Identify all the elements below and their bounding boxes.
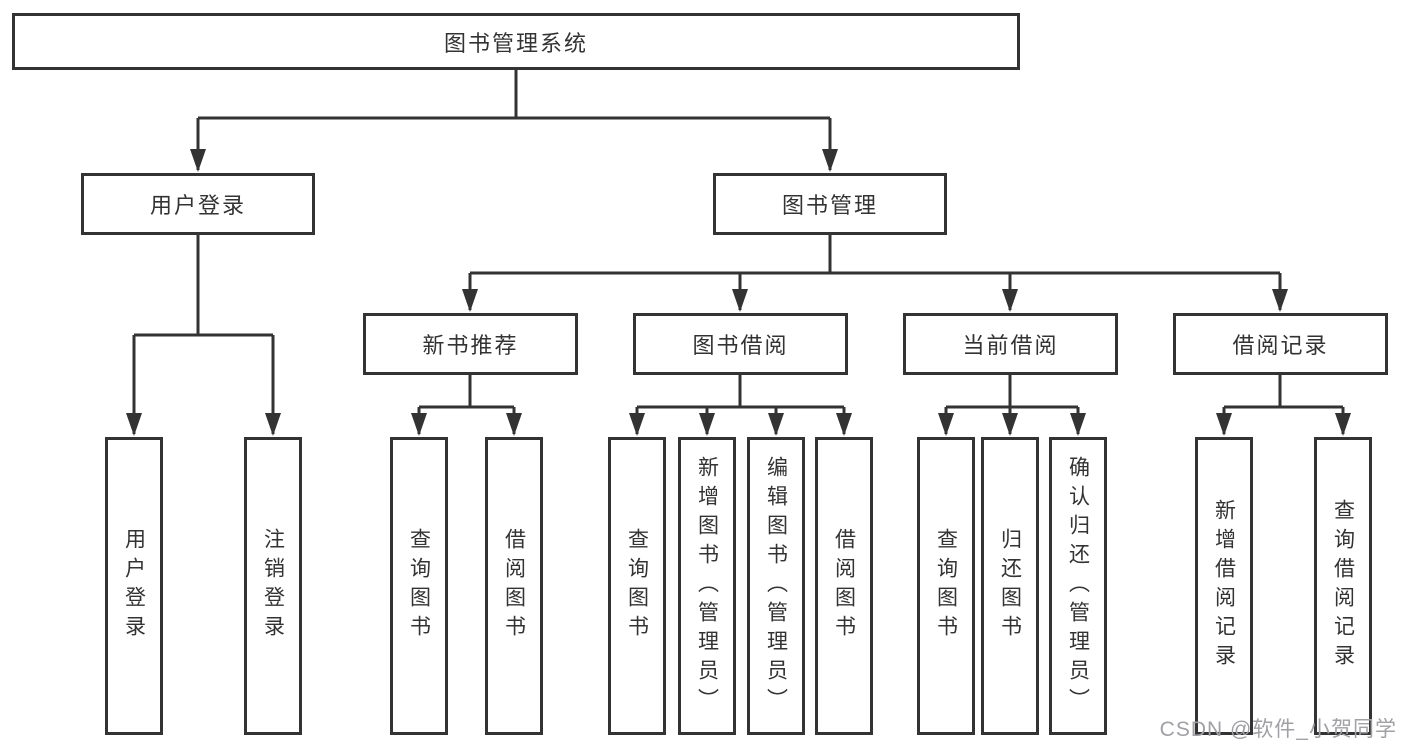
leaf-label: 确认归还（管理员） xyxy=(1066,455,1090,717)
leaf-label: 借阅图书 xyxy=(832,528,856,644)
leaf-label: 新增图书（管理员） xyxy=(695,455,719,717)
leaf-label: 注销登录 xyxy=(261,528,285,644)
node-user-login-branch: 用户登录 xyxy=(81,173,315,235)
leaf-return-books: 归还图书 xyxy=(981,437,1039,735)
node-current-borrowing: 当前借阅 xyxy=(903,313,1118,375)
leaf-user-login: 用户登录 xyxy=(105,437,163,735)
leaf-edit-books-admin: 编辑图书（管理员） xyxy=(747,437,805,735)
node-label: 当前借阅 xyxy=(962,333,1059,358)
leaf-label: 归还图书 xyxy=(998,528,1022,644)
leaf-label: 新增借阅记录 xyxy=(1212,499,1236,673)
node-borrowing-records: 借阅记录 xyxy=(1173,313,1388,375)
leaf-query-borrow-record: 查询借阅记录 xyxy=(1314,437,1372,735)
leaf-confirm-return-admin: 确认归还（管理员） xyxy=(1049,437,1107,735)
leaf-label: 用户登录 xyxy=(122,528,146,644)
node-new-book-recommendation: 新书推荐 xyxy=(363,313,578,375)
node-label: 图书管理 xyxy=(781,193,878,218)
leaf-label: 查询图书 xyxy=(625,528,649,644)
leaf-query-books-borrow: 查询图书 xyxy=(608,437,666,735)
node-label: 借阅记录 xyxy=(1232,333,1329,358)
node-library-management-system: 图书管理系统 xyxy=(12,13,1020,70)
node-label: 图书借阅 xyxy=(692,333,789,358)
leaf-label: 查询图书 xyxy=(934,528,958,644)
leaf-label: 查询图书 xyxy=(407,528,431,644)
leaf-add-borrow-record: 新增借阅记录 xyxy=(1195,437,1253,735)
leaf-query-books-current: 查询图书 xyxy=(917,437,975,735)
leaf-label: 编辑图书（管理员） xyxy=(764,455,788,717)
node-label: 图书管理系统 xyxy=(443,30,588,56)
csdn-watermark: CSDN @软件_小贺同学 xyxy=(1159,718,1397,741)
leaf-borrow-books-recommend: 借阅图书 xyxy=(485,437,543,735)
node-label: 用户登录 xyxy=(149,193,246,218)
leaf-label: 借阅图书 xyxy=(502,528,526,644)
arrowheads xyxy=(126,149,1351,436)
leaf-borrow-books: 借阅图书 xyxy=(815,437,873,735)
leaf-query-books-recommend: 查询图书 xyxy=(390,437,448,735)
leaf-add-books-admin: 新增图书（管理员） xyxy=(678,437,736,735)
leaf-label: 查询借阅记录 xyxy=(1331,499,1355,673)
node-label: 新书推荐 xyxy=(422,333,519,358)
node-book-management-branch: 图书管理 xyxy=(713,173,947,235)
node-book-borrowing: 图书借阅 xyxy=(633,313,848,375)
leaf-logout: 注销登录 xyxy=(244,437,302,735)
